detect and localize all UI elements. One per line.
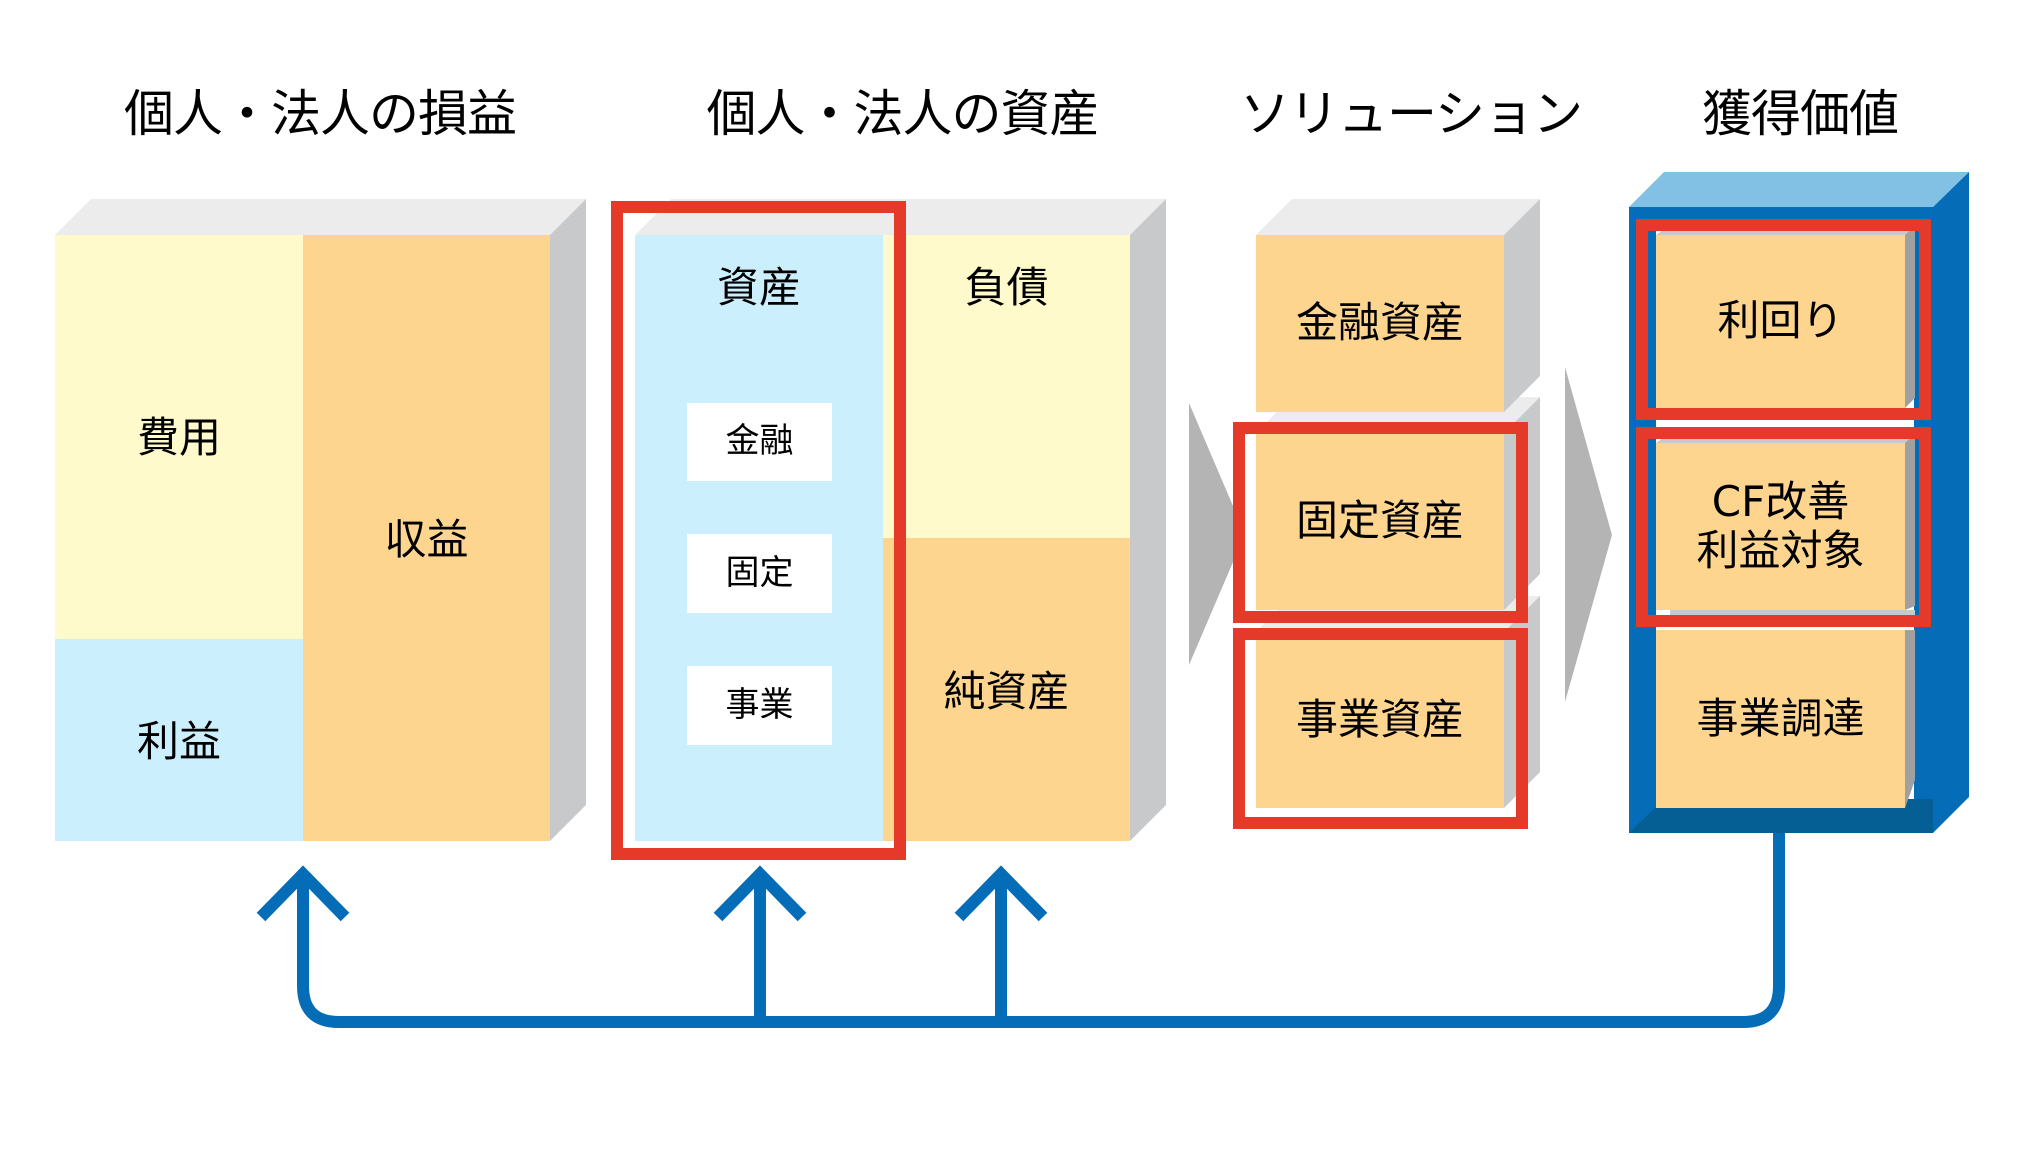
pl-box [55,199,586,841]
bs-box-side-face [1130,199,1166,841]
solutions-stack [1233,199,1540,829]
heading-bs: 個人・法人の資産 [706,85,1100,143]
label-liabilities: 負債 [964,262,1049,312]
label-expense: 費用 [136,412,221,462]
label-assets: 資産 [716,262,801,312]
asset-item-box-finance [687,403,832,481]
asset-item-fixed: 固定 [725,552,794,593]
arrow-up-icon [954,865,1048,922]
solution-block-2-front [1256,433,1504,610]
value-label-financing: 事業調達 [1696,693,1865,743]
asset-item-business: 事業 [725,684,794,725]
value-block-2-side-face [1905,433,1915,610]
value-block-2-front [1656,443,1905,610]
bs-liabilities-cell [883,235,1130,538]
value-block-2-bottom-ledge [1670,610,1915,616]
heading-pl: 個人・法人の損益 [124,85,517,143]
pl-box-side-face [550,199,586,841]
bs-box [611,199,1166,860]
solution-block-1-side-face [1504,199,1540,412]
solution-block-1-front [1256,235,1504,412]
value-frame-side-face [1933,172,1969,833]
arrow-up-icon [256,865,350,922]
assets-highlight-frame [611,201,906,860]
pl-revenue-cell [303,235,550,841]
value-label-cf-line1: CF改善 [1711,477,1850,527]
heading-solution: ソリューション [1240,85,1583,143]
value-label-cf: CF改善 利益対象 [1656,443,1905,610]
value-1-highlight-frame [1636,219,1931,420]
arrow-up-icon [713,865,807,922]
value-block-3-side-face [1905,630,1915,808]
chevron-right-icon [1565,367,1612,702]
chevron-right-icon [1189,403,1245,665]
feedback-connector [256,833,1785,1028]
value-block-1-side-face [1905,225,1915,408]
value-2-highlight-frame [1636,427,1931,627]
value-frame-top-face [1629,172,1969,207]
solution-block-1-top-face [1256,199,1540,235]
value-frame [1629,172,1969,833]
heading-value: 獲得価値 [1702,85,1899,143]
value-label-yield: 利回り [1717,296,1844,346]
solution-block-3-front [1256,632,1504,808]
value-block-3-front [1656,630,1905,808]
label-net-assets: 純資産 [943,666,1070,716]
label-revenue: 収益 [384,514,469,564]
solution-2-highlight-frame [1233,422,1528,623]
bs-net-assets-cell [883,538,1130,841]
asset-item-box-fixed [687,534,832,613]
solution-label-fixed: 固定資産 [1295,496,1464,546]
solution-3-highlight-frame [1233,628,1528,829]
pl-expense-cell [55,235,303,639]
label-profit: 利益 [136,716,221,766]
pl-profit-cell [55,639,303,841]
asset-item-finance: 金融 [725,421,794,462]
solution-label-business: 事業資産 [1295,694,1464,744]
solution-label-finance: 金融資産 [1295,298,1464,348]
pl-box-top-face [55,199,586,235]
value-label-cf-line2: 利益対象 [1696,525,1865,575]
asset-item-box-business [687,666,832,745]
connector-line [297,833,1785,1028]
value-block-1-front [1656,235,1905,408]
